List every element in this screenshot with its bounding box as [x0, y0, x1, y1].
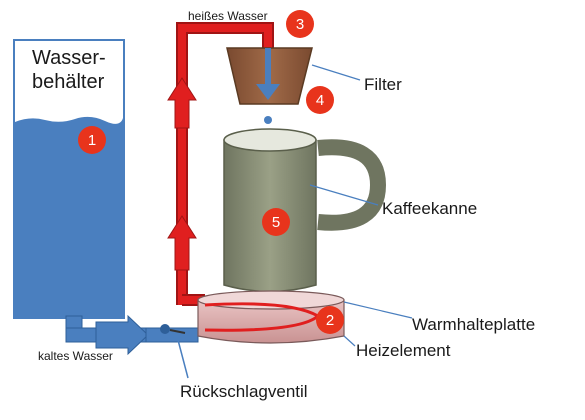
badge-4: 4 — [306, 86, 334, 114]
coffee-pot — [223, 128, 387, 293]
badge-5: 5 — [262, 208, 290, 236]
svg-text:4: 4 — [316, 92, 324, 109]
tank-label-line2: behälter — [32, 71, 105, 93]
cold-water-pipe — [65, 314, 199, 356]
heater-label: Heizelement — [356, 341, 451, 360]
svg-text:3: 3 — [296, 16, 304, 33]
flow-arrow-lower — [167, 215, 197, 271]
warmer-label: Warmhalteplatte — [412, 315, 535, 334]
pot-leader — [309, 184, 379, 206]
badge-1: 1 — [78, 126, 106, 154]
tank-label-line1: Wasser- — [32, 47, 106, 69]
svg-text:1: 1 — [88, 132, 96, 149]
hot-water-label: heißes Wasser — [188, 9, 268, 23]
water-tank — [13, 39, 125, 319]
svg-text:5: 5 — [272, 214, 280, 231]
filter-leader — [311, 64, 361, 81]
filter-label: Filter — [364, 75, 402, 94]
badge-3: 3 — [286, 10, 314, 38]
check-valve — [160, 324, 189, 379]
heater-leader — [343, 335, 356, 347]
flow-arrow-upper — [167, 77, 197, 129]
badge-2: 2 — [316, 306, 344, 334]
warming-plate — [197, 290, 345, 344]
pot-label: Kaffeekanne — [382, 199, 477, 218]
filter-funnel — [226, 47, 313, 124]
svg-text:2: 2 — [326, 312, 334, 329]
plate-leader — [343, 301, 413, 319]
valve-label: Rückschlagventil — [180, 382, 308, 401]
cold-water-label: kaltes Wasser — [38, 349, 113, 363]
